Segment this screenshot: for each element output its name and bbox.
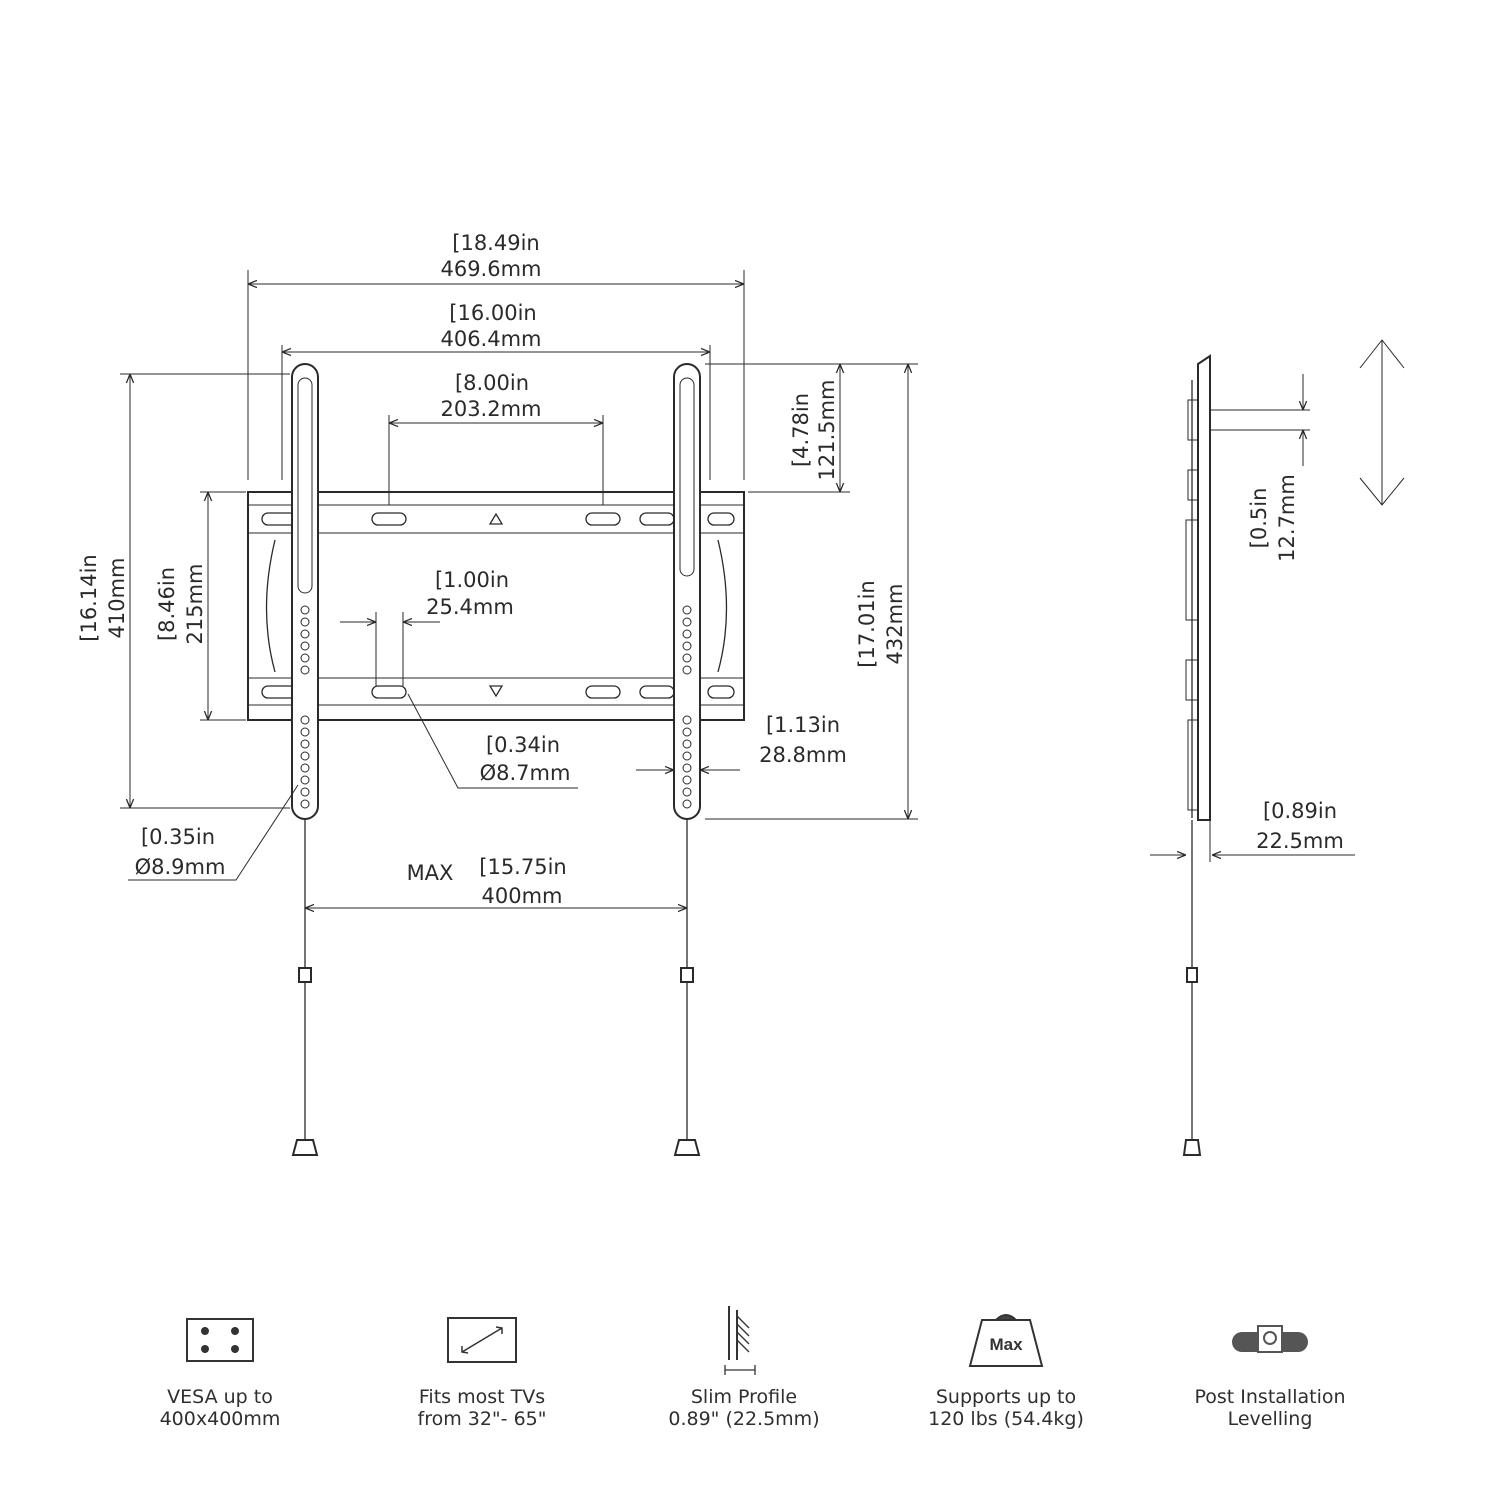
down-triangle-icon <box>488 685 504 698</box>
slot-inner-mm: 203.2mm <box>440 397 541 421</box>
max-weight-icon: Max <box>968 1314 1044 1367</box>
feature-level-line1: Post Installation <box>1194 1386 1346 1408</box>
side-adjust-mm: 12.7mm <box>1275 474 1299 562</box>
wall-plate <box>247 491 745 721</box>
plate-height-mm: 215mm <box>183 564 207 645</box>
side-view <box>1150 339 1405 1156</box>
rail-width-mm: 28.8mm <box>759 743 847 767</box>
overall-height-mm: 410mm <box>105 558 129 639</box>
rail-top-mm: 121.5mm <box>815 379 839 480</box>
adjust-arrow-icon <box>1359 339 1405 506</box>
feature-tv-line2: from 32"- 65" <box>417 1408 547 1430</box>
feature-slim-line1: Slim Profile <box>690 1386 798 1408</box>
rail-top-in: [4.78in <box>789 393 813 467</box>
slot-hole-in: [0.34in <box>486 733 560 757</box>
right-rail <box>673 363 701 1156</box>
rail-hole-mm: Ø8.9mm <box>135 855 226 879</box>
rail-height-in: [17.01in <box>855 580 879 667</box>
slot-hole-mm: Ø8.7mm <box>480 761 571 785</box>
overall-height-in: [16.14in <box>77 554 101 641</box>
vesa-pattern-icon <box>186 1318 254 1362</box>
overall-width-mm: 469.6mm <box>440 257 541 281</box>
rail-hole-in: [0.35in <box>141 825 215 849</box>
side-depth-mm: 22.5mm <box>1256 829 1344 853</box>
side-adjust-in: [0.5in <box>1247 488 1271 549</box>
slot-spacing-in: [1.00in <box>435 568 509 592</box>
slot-inner-in: [8.00in <box>455 371 529 395</box>
dimension-labels: [18.49in 469.6mm [16.00in 406.4mm [8.00i… <box>77 231 1344 908</box>
slot-spacing-mm: 25.4mm <box>426 595 514 619</box>
feature-slim-line2: 0.89" (22.5mm) <box>668 1408 820 1430</box>
slim-profile-icon <box>724 1306 756 1375</box>
level-bubble-icon <box>1232 1325 1308 1353</box>
max-span-mm: 400mm <box>482 884 563 908</box>
feature-vesa-line2: 400x400mm <box>159 1408 281 1430</box>
feature-vesa-line1: VESA up to <box>167 1386 273 1408</box>
up-triangle-icon <box>488 512 504 525</box>
rail-height-mm: 432mm <box>883 584 907 665</box>
tv-size-icon <box>447 1317 517 1363</box>
feature-weight-line2: 120 lbs (54.4kg) <box>928 1408 1084 1430</box>
feature-weight-line1: Supports up to <box>935 1386 1077 1408</box>
max-prefix: MAX <box>407 861 454 885</box>
left-rail <box>291 363 319 1156</box>
feature-tv-line1: Fits most TVs <box>418 1386 546 1408</box>
front-view <box>120 270 918 1156</box>
overall-width-in: [18.49in <box>452 231 539 255</box>
feature-level-line2: Levelling <box>1227 1408 1313 1430</box>
slot-outer-in: [16.00in <box>449 301 536 325</box>
rail-width-in: [1.13in <box>766 713 840 737</box>
max-weight-icon-text: Max <box>989 1335 1023 1354</box>
slot-outer-mm: 406.4mm <box>440 327 541 351</box>
plate-height-in: [8.46in <box>155 567 179 641</box>
max-span-in: [15.75in <box>479 855 566 879</box>
side-depth-in: [0.89in <box>1263 799 1337 823</box>
